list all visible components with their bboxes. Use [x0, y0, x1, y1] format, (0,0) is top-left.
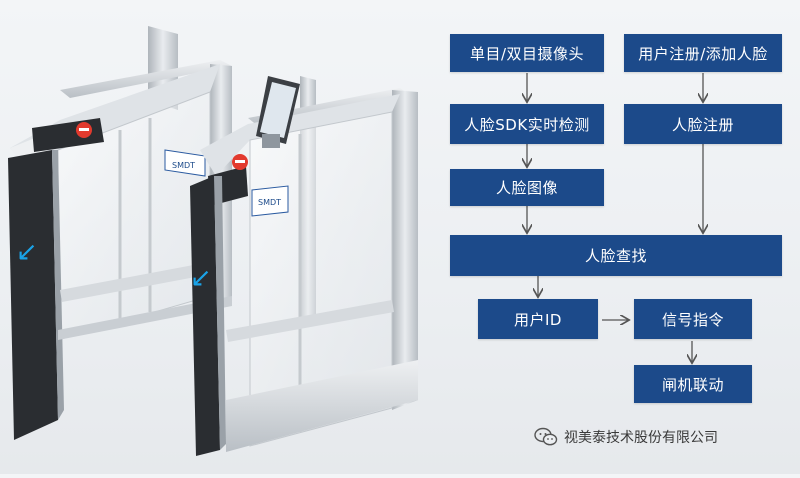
node-gate: 闸机联动 [634, 365, 752, 403]
node-user-id: 用户ID [478, 299, 598, 339]
right-gate-cabinet: SMDT ↙ [190, 76, 418, 456]
direction-arrow-icon-right: ↙ [190, 263, 212, 293]
node-face-image: 人脸图像 [450, 169, 604, 206]
direction-arrow-icon: ↙ [16, 237, 38, 267]
right-side-panel [190, 176, 220, 456]
left-side-panel [8, 150, 58, 440]
right-panel-label: SMDT [258, 198, 281, 207]
watermark-text: 视美泰技术股份有限公司 [564, 430, 718, 446]
node-detect: 人脸SDK实时检测 [450, 104, 604, 144]
wechat-icon [534, 427, 558, 446]
left-gate-cabinet: SMDT ↙ [8, 26, 232, 440]
node-search: 人脸查找 [450, 235, 782, 276]
turnstile-gates-illustration: SMDT ↙ SMDT [8, 26, 418, 456]
left-panel-label: SMDT [172, 161, 195, 170]
node-signal: 信号指令 [634, 299, 752, 339]
watermark: 视美泰技术股份有限公司 [534, 424, 718, 450]
node-camera: 单目/双目摄像头 [450, 34, 604, 72]
node-face-register: 人脸注册 [624, 104, 782, 144]
node-register: 用户注册/添加人脸 [624, 34, 782, 72]
